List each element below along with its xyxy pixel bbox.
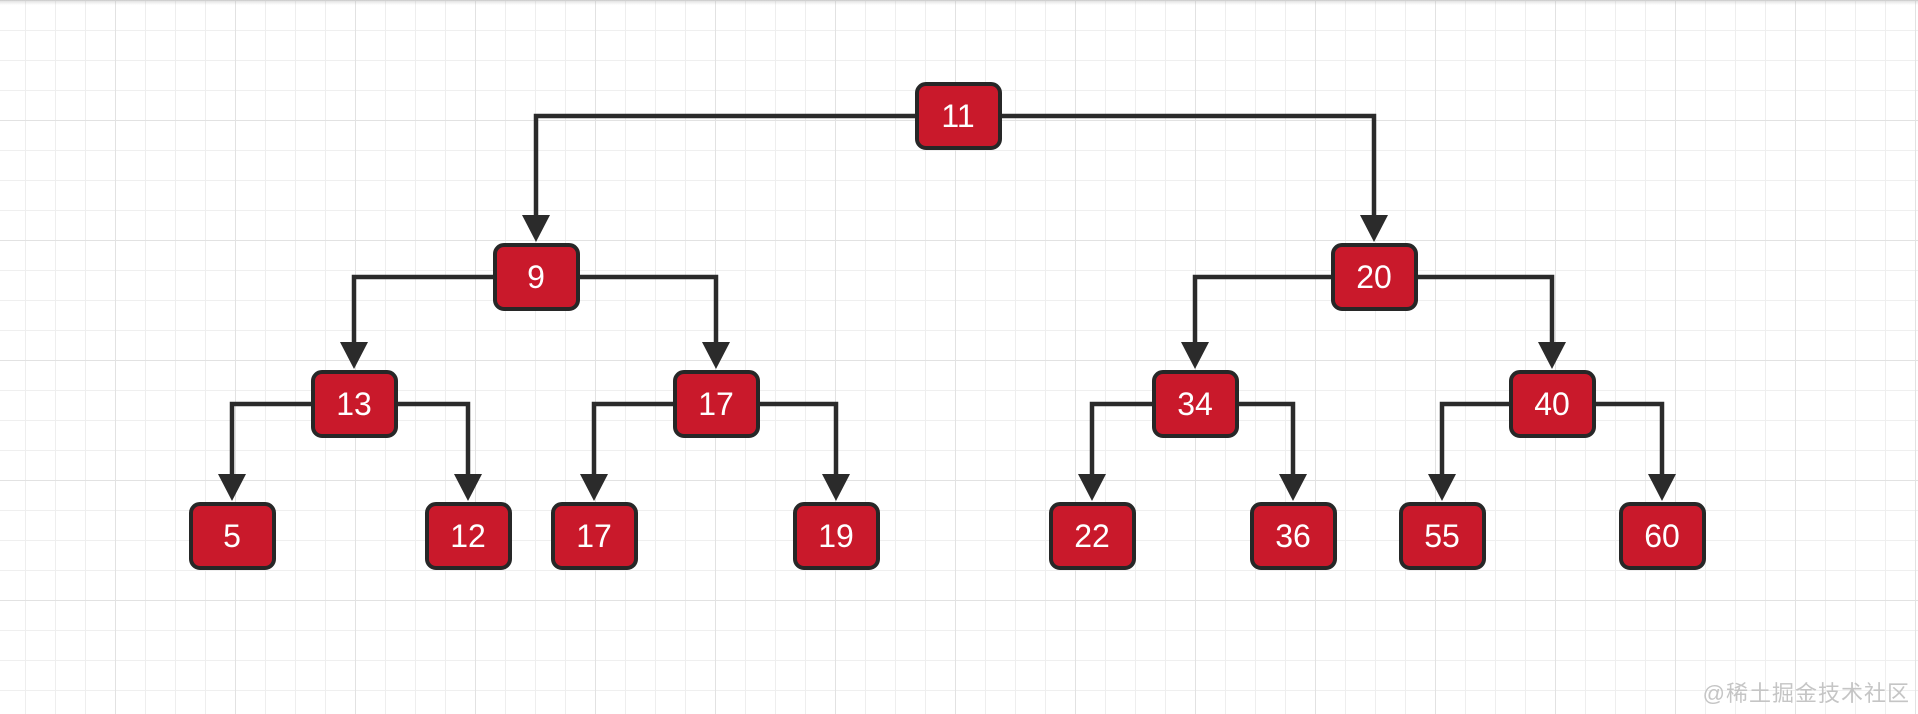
tree-node-label: 22 (1074, 518, 1110, 554)
arrowhead-icon (1181, 342, 1209, 369)
arrowhead-icon (580, 474, 608, 501)
tree-edge-n9-n17a (577, 274, 719, 349)
arrowhead-icon (1279, 474, 1307, 501)
tree-edge-n20-n34 (1192, 274, 1333, 349)
tree-node-n17a[interactable]: 17 (672, 370, 760, 438)
tree-node-label: 60 (1644, 518, 1680, 554)
tree-node-label: 11 (941, 98, 975, 134)
tree-node-label: 20 (1356, 259, 1392, 295)
tree-edge-n9-n13 (351, 274, 495, 349)
arrowhead-icon (702, 342, 730, 369)
tree-node-n60[interactable]: 60 (1618, 502, 1706, 570)
tree-edge-n17a-n17b (591, 401, 675, 481)
arrowhead-icon (1078, 474, 1106, 501)
tree-edge-n17a-n19 (757, 401, 839, 481)
tree-node-n19[interactable]: 19 (792, 502, 880, 570)
tree-edge-n13-n12 (395, 401, 471, 481)
tree-node-n5[interactable]: 5 (188, 502, 276, 570)
tree-edge-n40-n55 (1439, 401, 1511, 481)
tree-node-label: 13 (336, 386, 372, 422)
tree-node-n20[interactable]: 20 (1330, 243, 1418, 311)
tree-node-n36[interactable]: 36 (1249, 502, 1337, 570)
tree-edge-n11-n9 (533, 113, 917, 222)
tree-node-label: 40 (1534, 386, 1570, 422)
tree-edge-n34-n36 (1236, 401, 1296, 481)
arrowhead-icon (218, 474, 246, 501)
tree-node-n11[interactable]: 11 (914, 82, 1002, 150)
arrowhead-icon (1360, 215, 1388, 242)
tree-node-label: 17 (698, 386, 734, 422)
tree-node-label: 34 (1177, 386, 1213, 422)
tree-edge-n20-n40 (1415, 274, 1555, 349)
tree-node-label: 55 (1424, 518, 1460, 554)
arrowhead-icon (522, 215, 550, 242)
arrowhead-icon (1428, 474, 1456, 501)
tree-node-label: 19 (818, 518, 854, 554)
tree-node-n40[interactable]: 40 (1508, 370, 1596, 438)
tree-node-label: 17 (576, 518, 612, 554)
tree-node-label: 36 (1275, 518, 1311, 554)
tree-node-n34[interactable]: 34 (1151, 370, 1239, 438)
arrowhead-icon (340, 342, 368, 369)
tree-node-n55[interactable]: 55 (1398, 502, 1486, 570)
arrowhead-icon (822, 474, 850, 501)
tree-node-n12[interactable]: 12 (424, 502, 512, 570)
tree-node-n17b[interactable]: 17 (550, 502, 638, 570)
tree-node-n9[interactable]: 9 (492, 243, 580, 311)
tree-node-label: 5 (223, 518, 241, 554)
tree-node-n22[interactable]: 22 (1048, 502, 1136, 570)
tree-edge-n40-n60 (1593, 401, 1665, 481)
tree-node-label: 9 (527, 259, 545, 295)
tree-node-label: 12 (450, 518, 486, 554)
arrowhead-icon (454, 474, 482, 501)
arrowhead-icon (1648, 474, 1676, 501)
watermark-text: @稀土掘金技术社区 (1702, 681, 1910, 706)
arrowhead-icon (1538, 342, 1566, 369)
tree-node-n13[interactable]: 13 (310, 370, 398, 438)
tree-edge-n34-n22 (1089, 401, 1154, 481)
tree-edge-n11-n20 (999, 113, 1377, 222)
tree-edge-n13-n5 (229, 401, 313, 481)
